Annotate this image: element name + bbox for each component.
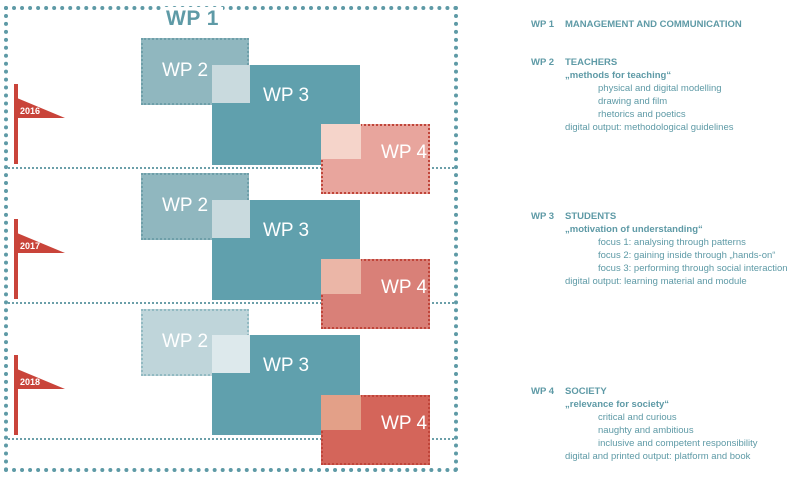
wp3-label: WP 3 <box>263 220 310 241</box>
flag-pole <box>14 84 18 164</box>
legend-wp2-key: WP 2 <box>531 57 555 68</box>
legend-wp2-item: physical and digital modelling <box>598 83 722 94</box>
wp3-wp4-overlap <box>321 124 361 159</box>
legend-wp3-output: digital output: learning material and mo… <box>565 276 747 287</box>
wp2-wp3-overlap <box>212 335 250 373</box>
legend-wp3-item: focus 3: performing through social inter… <box>598 263 788 274</box>
legend-wp1-title: MANAGEMENT AND COMMUNICATION <box>565 19 742 30</box>
legend-wp4-title: SOCIETY <box>565 386 607 397</box>
legend-wp2-item: rhetorics and poetics <box>598 109 686 120</box>
legend-wp2-item: drawing and film <box>598 96 668 107</box>
legend: WP 1 MANAGEMENT AND COMMUNICATION WP 2 T… <box>531 0 800 478</box>
legend-wp4-output: digital and printed output: platform and… <box>565 451 751 462</box>
legend-wp3-key: WP 3 <box>531 211 555 222</box>
wp2-wp3-overlap <box>212 65 250 103</box>
legend-wp4-item: naughty and ambitious <box>598 425 694 436</box>
wp4-label: WP 4 <box>381 142 428 163</box>
wp3-label: WP 3 <box>263 85 310 106</box>
wp1-title: WP 1 <box>162 7 223 31</box>
flag-2017-icon <box>17 233 65 253</box>
wp2-label: WP 2 <box>162 331 209 352</box>
flag-2018-icon <box>17 369 65 389</box>
flag-pole <box>14 355 18 435</box>
legend-wp4-item: inclusive and competent responsibility <box>598 438 758 449</box>
legend-wp3-item: focus 2: gaining inside through „hands-o… <box>598 250 776 261</box>
legend-wp3-item: focus 1: analysing through patterns <box>598 237 746 248</box>
row-separator <box>8 167 454 169</box>
legend-wp3-title: STUDENTS <box>565 211 617 222</box>
flag-2016-icon <box>17 98 65 118</box>
legend-wp2-output: digital output: methodological guideline… <box>565 122 734 133</box>
wp4-label: WP 4 <box>381 413 428 434</box>
year-2016-label: 2016 <box>20 106 41 116</box>
legend-wp2-subtitle: „methods for teaching“ <box>565 70 672 81</box>
wp3-wp4-overlap <box>321 395 361 430</box>
row-separator <box>8 302 454 304</box>
legend-wp3-subtitle: „motivation of understanding“ <box>565 224 703 235</box>
year-2018-label: 2018 <box>20 377 41 387</box>
row-separator <box>8 438 454 440</box>
wp4-label: WP 4 <box>381 277 428 298</box>
legend-wp4-item: critical and curious <box>598 412 677 423</box>
legend-wp2-title: TEACHERS <box>565 57 618 68</box>
legend-wp4-key: WP 4 <box>531 386 555 397</box>
flag-pole <box>14 219 18 299</box>
wp2-label: WP 2 <box>162 60 209 81</box>
wp1-frame <box>4 6 458 472</box>
legend-wp4-subtitle: „relevance for society“ <box>565 399 670 410</box>
year-2017-label: 2017 <box>20 241 41 251</box>
wp3-label: WP 3 <box>263 355 310 376</box>
legend-wp1-key: WP 1 <box>531 19 555 30</box>
wp2-wp3-overlap <box>212 200 250 238</box>
wp2-label: WP 2 <box>162 195 209 216</box>
wp3-wp4-overlap <box>321 259 361 294</box>
